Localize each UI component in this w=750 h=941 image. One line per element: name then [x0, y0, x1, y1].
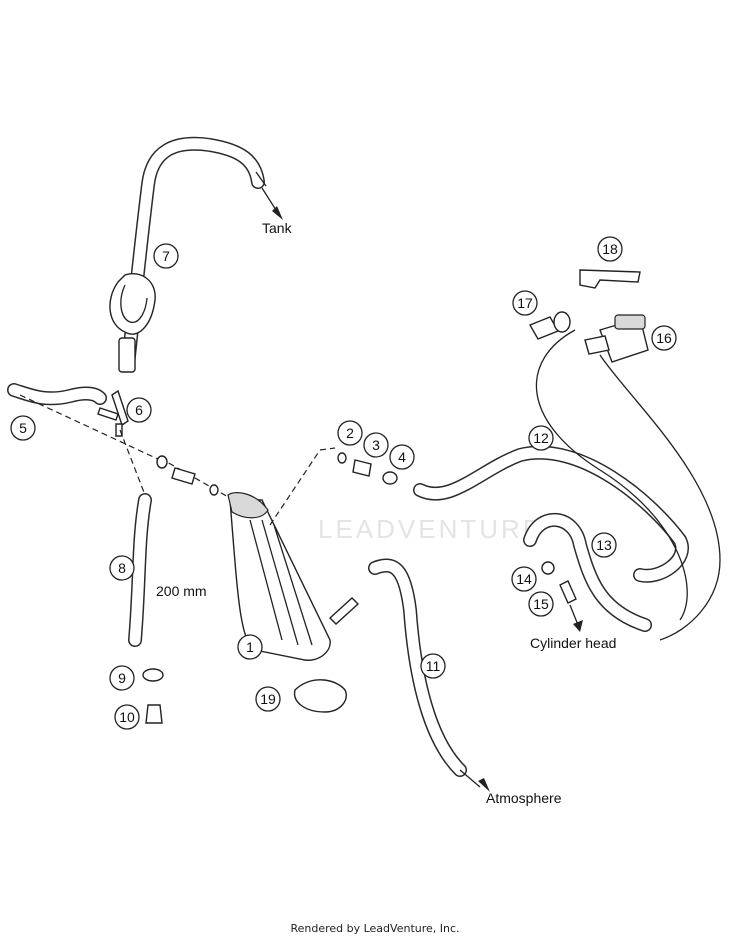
cap-19 — [293, 679, 347, 713]
svg-text:7: 7 — [162, 248, 170, 264]
svg-text:10: 10 — [119, 709, 135, 725]
canister-inlet-fitting — [156, 455, 231, 499]
nipple-fitting — [352, 459, 372, 477]
t-connector — [97, 389, 129, 437]
callout-4: 4 — [389, 444, 415, 470]
charcoal-canister — [227, 492, 331, 661]
svg-text:15: 15 — [533, 596, 549, 612]
plug-10 — [145, 704, 163, 724]
svg-text:13: 13 — [596, 537, 612, 553]
callout-1: 1 — [237, 634, 263, 660]
callout-9: 9 — [109, 665, 135, 691]
cylinder-head-arrowhead — [573, 620, 583, 632]
quick-connector — [528, 311, 571, 340]
callout-7: 7 — [153, 243, 179, 269]
svg-text:5: 5 — [19, 420, 27, 436]
callout-3: 3 — [363, 432, 389, 458]
cylinder-head-arrow — [569, 604, 579, 626]
hose-11 — [368, 558, 490, 792]
bracket — [579, 269, 641, 289]
atmosphere-label: Atmosphere — [486, 790, 562, 806]
callout-10: 10 — [114, 704, 140, 730]
callout-17: 17 — [512, 290, 538, 316]
svg-text:1: 1 — [246, 639, 254, 655]
hose-clamp — [382, 471, 398, 485]
small-clamp — [541, 561, 555, 575]
svg-text:9: 9 — [118, 670, 126, 686]
callout-8: 8 — [109, 555, 135, 581]
watermark: LEADVENTURE — [318, 514, 543, 544]
leader-canister-top-2 — [319, 447, 336, 451]
purge-valve — [535, 314, 721, 641]
svg-text:12: 12 — [533, 430, 549, 446]
svg-text:3: 3 — [372, 437, 380, 453]
cylinder-head-fitting — [559, 580, 577, 604]
svg-text:19: 19 — [260, 691, 276, 707]
callout-6: 6 — [126, 397, 152, 423]
svg-text:11: 11 — [426, 658, 441, 674]
callout-5: 5 — [10, 415, 36, 441]
svg-text:4: 4 — [398, 449, 406, 465]
footer-credit: Rendered by LeadVenture, Inc. — [290, 922, 459, 935]
callout-19: 19 — [255, 686, 281, 712]
hose-8 — [119, 429, 152, 647]
callout-16: 16 — [651, 325, 677, 351]
tank-label: Tank — [262, 220, 293, 236]
svg-text:18: 18 — [602, 241, 618, 257]
hose-tank — [109, 136, 283, 373]
hose-13 — [523, 513, 652, 632]
callout-18: 18 — [597, 236, 623, 262]
hose-12 — [413, 445, 689, 583]
callout-15: 15 — [528, 591, 554, 617]
svg-text:17: 17 — [517, 295, 533, 311]
svg-text:2: 2 — [346, 425, 354, 441]
svg-text:14: 14 — [516, 571, 532, 587]
callout-12: 12 — [528, 425, 554, 451]
callout-13: 13 — [591, 532, 617, 558]
clamp-9 — [142, 668, 164, 682]
hose-5 — [7, 383, 161, 461]
svg-text:8: 8 — [118, 560, 126, 576]
callout-11: 11 — [420, 653, 446, 679]
cylinder-head-label: Cylinder head — [530, 635, 616, 651]
callout-14: 14 — [511, 566, 537, 592]
svg-text:16: 16 — [656, 330, 672, 346]
length-label: 200 mm — [156, 583, 207, 599]
callout-2: 2 — [337, 420, 363, 446]
svg-text:6: 6 — [135, 402, 143, 418]
leader-canister-top — [269, 449, 321, 526]
o-ring — [337, 452, 347, 464]
canister-outlet-fitting — [328, 597, 360, 625]
